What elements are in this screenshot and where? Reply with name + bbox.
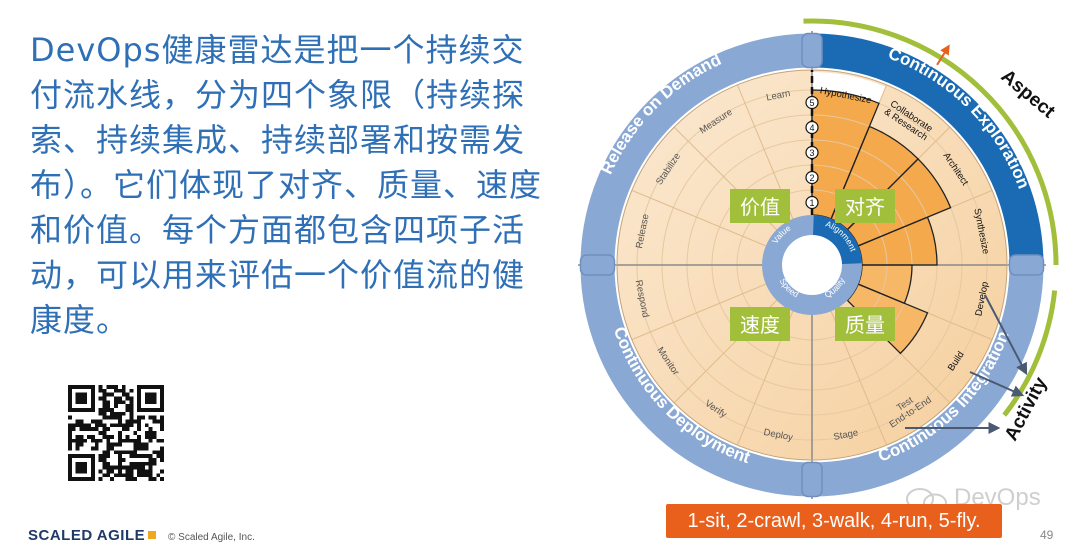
score-fill-develop [858, 265, 912, 304]
inner-ring-alignment-segment [813, 215, 862, 264]
page-number: 49 [1040, 528, 1054, 542]
activity-label-bg [812, 72, 886, 104]
quadrant-label-speed: 速度 [740, 313, 780, 337]
level-marker-label-2: 2 [809, 173, 814, 183]
ring-connector [801, 461, 823, 498]
level-marker-1 [805, 195, 819, 210]
quadrant-label-quality: 质量 [845, 313, 885, 337]
aspect-highlight-arc [803, 18, 1059, 266]
activity-highlight-arc [1002, 290, 1058, 417]
activity-label-learn: Learn [765, 88, 791, 104]
activity-spoke [631, 283, 766, 341]
activity-spoke [631, 189, 766, 247]
level-legend: 1-sit, 2-crawl, 3-walk, 4-run, 5-fly. [666, 504, 1002, 538]
score-fill-hypothesize [812, 90, 879, 219]
intro-text: DevOps健康雷达是把一个持续交付流水线，分为四个象限（持续探索、持续集成、持… [30, 31, 543, 339]
copyright-text: © Scaled Agile, Inc. [168, 532, 255, 543]
score-fill-synthesize [858, 217, 937, 265]
level-marker-3 [805, 145, 819, 160]
level-marker-label-4: 4 [809, 123, 814, 133]
radar-center [782, 235, 842, 295]
activity-arrow-2 [969, 371, 1025, 397]
score-fill-architect [847, 158, 951, 246]
qr-code-image [68, 385, 164, 481]
quadrant-label-value: 价值 [740, 195, 780, 219]
level-marker-4 [805, 120, 819, 135]
level-marker-label-5: 5 [809, 98, 814, 108]
quadrant-label-alignment: 对齐 [845, 195, 885, 219]
ring-connector [579, 254, 616, 276]
brand-logo: SCALED AGILE [28, 527, 157, 544]
ring-connector [1008, 254, 1045, 276]
activity-label-stage: Stage [833, 427, 859, 443]
level-marker-label-1: 1 [809, 198, 814, 208]
level-marker-label-3: 3 [809, 148, 814, 158]
level-marker-2 [805, 170, 819, 185]
quadrant-box-value [730, 189, 790, 223]
brand-name: SCALED AGILE [28, 527, 146, 544]
level-marker-5 [805, 95, 819, 110]
ring-connector [801, 32, 823, 69]
quadrant-box-quality [835, 307, 895, 341]
brand-mark-icon [148, 531, 157, 539]
aspect-arrow [936, 44, 950, 66]
quadrant-box-speed [730, 307, 790, 341]
activity-arrow-1 [984, 294, 1028, 376]
quadrant-box-alignment [835, 189, 895, 223]
